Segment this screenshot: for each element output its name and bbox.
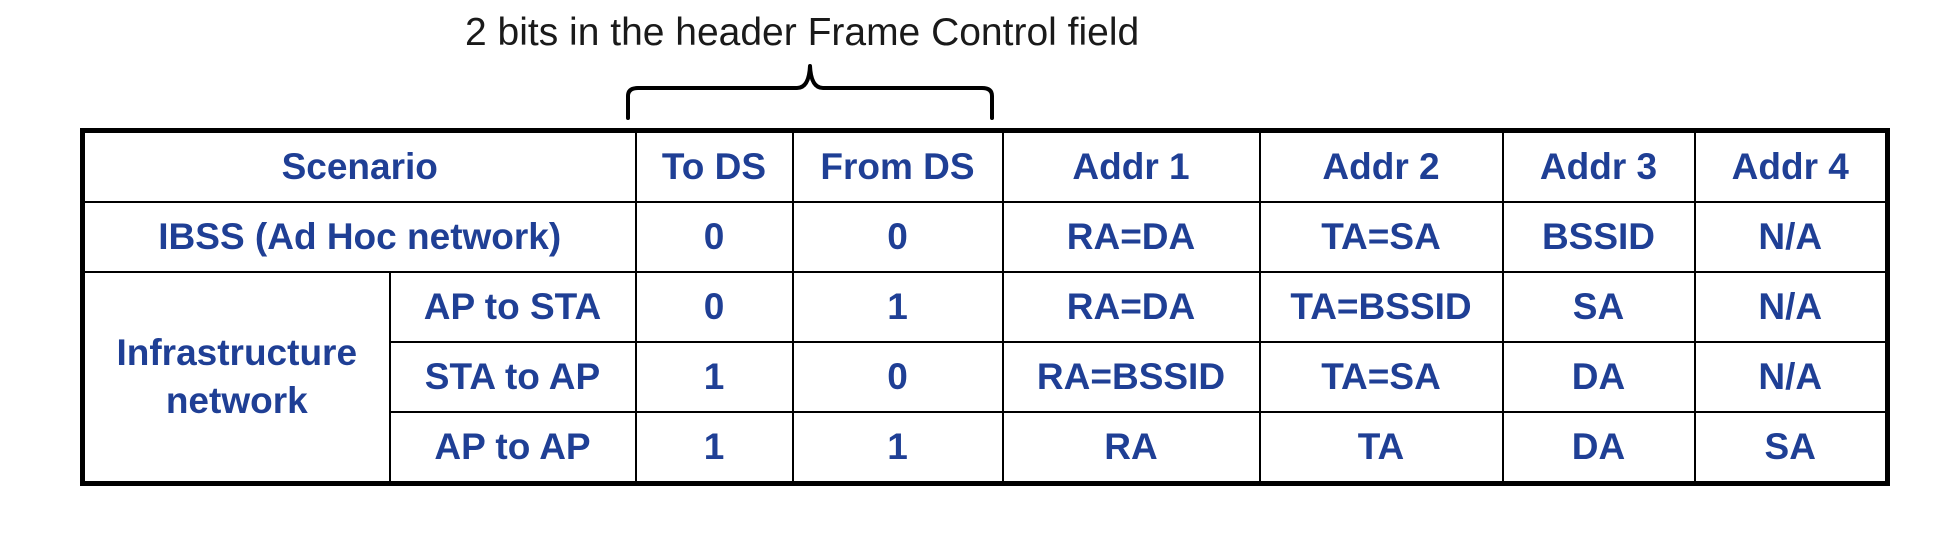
header-scenario: Scenario (81, 129, 637, 203)
table-row-ibss: IBSS (Ad Hoc network) 0 0 RA=DA TA=SA BS… (81, 201, 1889, 273)
header-addr1: Addr 1 (1001, 129, 1261, 203)
header-from-ds: From DS (791, 129, 1004, 203)
row-sub-scenario: STA to AP (388, 341, 637, 413)
header-addr2: Addr 2 (1258, 129, 1504, 203)
row-addr2: TA (1258, 411, 1504, 485)
row-to-ds: 0 (634, 271, 794, 343)
ibss-to-ds: 0 (634, 201, 794, 273)
table-row-ap-to-sta: Infrastructure network AP to STA 0 1 RA=… (81, 271, 1889, 485)
ibss-addr3: BSSID (1501, 201, 1696, 273)
ibss-from-ds: 0 (791, 201, 1004, 273)
header-addr4: Addr 4 (1693, 129, 1889, 203)
row-from-ds: 1 (791, 271, 1004, 343)
row-addr3: SA (1501, 271, 1696, 343)
ibss-scenario: IBSS (Ad Hoc network) (81, 201, 637, 273)
row-addr1: RA=DA (1001, 271, 1261, 343)
address-field-table: Scenario To DS From DS Addr 1 Addr 2 Add… (80, 128, 1890, 486)
header-addr3: Addr 3 (1501, 129, 1696, 203)
row-addr4: N/A (1693, 271, 1889, 343)
table-row-sta-to-ap: STA to AP 1 0 RA=BSSID TA=SA DA N/A (83, 341, 1889, 413)
row-addr1: RA (1001, 411, 1261, 485)
header-to-ds: To DS (634, 129, 794, 203)
row-from-ds: 0 (791, 341, 1004, 413)
ibss-addr1: RA=DA (1001, 201, 1261, 273)
curly-brace-icon (626, 64, 994, 120)
row-to-ds: 1 (634, 411, 794, 485)
row-addr2: TA=BSSID (1258, 271, 1504, 343)
ibss-addr2: TA=SA (1258, 201, 1504, 273)
row-addr3: DA (1501, 411, 1696, 485)
row-sub-scenario: AP to STA (388, 271, 637, 343)
infrastructure-label: Infrastructure network (81, 271, 391, 485)
row-to-ds: 1 (634, 341, 794, 413)
row-from-ds: 1 (791, 411, 1004, 485)
brace-caption: 2 bits in the header Frame Control field (465, 11, 1140, 54)
table-row-ap-to-ap: AP to AP 1 1 RA TA DA SA (83, 411, 1889, 485)
row-addr3: DA (1501, 341, 1696, 413)
row-addr4: SA (1693, 411, 1889, 485)
row-addr4: N/A (1693, 341, 1889, 413)
header-row: Scenario To DS From DS Addr 1 Addr 2 Add… (81, 129, 1889, 203)
row-addr1: RA=BSSID (1001, 341, 1261, 413)
ibss-addr4: N/A (1693, 201, 1889, 273)
row-sub-scenario: AP to AP (388, 411, 637, 485)
row-addr2: TA=SA (1258, 341, 1504, 413)
